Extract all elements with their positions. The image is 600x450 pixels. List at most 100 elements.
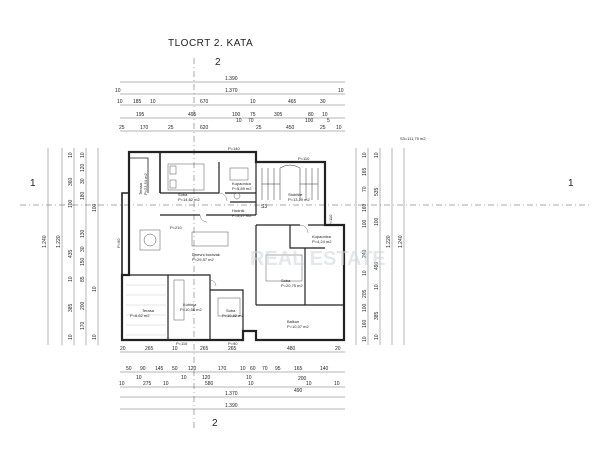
dim-label: 60 xyxy=(250,366,256,372)
room-kupaonica-2-area: P=4,24 m2 xyxy=(312,239,332,244)
room-terasa-upper-name: Terasa xyxy=(138,182,143,195)
dim-label: 185 xyxy=(133,99,142,105)
dim-label: 10 xyxy=(80,152,86,158)
walls xyxy=(120,150,346,342)
dim-label: 85 xyxy=(80,276,86,282)
room-kupaonica-1-name: Kupaonica xyxy=(232,181,252,186)
plan-title: TLOCRT 2. KATA xyxy=(168,38,253,49)
dim-label: 75 xyxy=(250,112,256,118)
dim-top-total: 1.390 xyxy=(225,76,238,82)
dim-label: 50 xyxy=(172,366,178,372)
dim-label: 200 xyxy=(80,301,86,310)
dim-label: 450 xyxy=(286,125,295,131)
dim-label: 100 xyxy=(362,303,368,312)
room-terasa-lower-name: Terasa xyxy=(142,308,155,313)
dim-label: 385 xyxy=(68,303,74,312)
dim-label: 100 xyxy=(68,199,74,208)
dim-label: 160 xyxy=(362,319,368,328)
dim-bottom-inner-total: 1.370 xyxy=(225,391,238,397)
dim-label: 160 xyxy=(362,203,368,212)
dim-label: 100 xyxy=(232,112,241,118)
dim-label: 490 xyxy=(294,388,303,394)
stair-label: S3 xyxy=(261,204,267,210)
dim-label: 25 xyxy=(320,125,326,131)
dim-label: 535 xyxy=(374,187,380,196)
dim-label: 10 xyxy=(306,381,312,387)
dim-label: 1.220 xyxy=(386,235,392,248)
dim-label: 30 xyxy=(80,178,86,184)
dim-label: 10 xyxy=(68,334,74,340)
dim-label: 265 xyxy=(228,346,237,352)
dim-label: 10 xyxy=(117,99,123,105)
dim-label: 240 xyxy=(362,249,368,258)
dim-label: 670 xyxy=(200,99,209,105)
dim-label: 90 xyxy=(140,366,146,372)
dim-label: 100 xyxy=(374,217,380,226)
dim-label: 165 xyxy=(362,167,368,176)
right-dimension-chain: 1.240 1.220 10 535 100 490 10 385 10 10 … xyxy=(355,148,405,345)
room-soba-2-name: Soba xyxy=(281,278,291,283)
dim-label: 10 xyxy=(246,375,252,381)
room-kuhinja-area: P=10,58 m2 xyxy=(180,307,202,312)
dim-label: 10 xyxy=(362,336,368,342)
dim-label: 30 xyxy=(320,99,326,105)
dim-label: 10 xyxy=(136,375,142,381)
dim-label: 205 xyxy=(362,289,368,298)
dim-label: 100 xyxy=(92,203,98,212)
dim-label: 580 xyxy=(205,381,214,387)
watermark-text: REAL ESTATE xyxy=(250,248,386,270)
dim-label: 265 xyxy=(145,346,154,352)
room-dnevni-area: P=29,57 m2 xyxy=(192,257,214,262)
dim-label: 70 xyxy=(262,366,268,372)
dim-label: 30 xyxy=(80,246,86,252)
room-kupaonica-1-area: P=5,89 m2 xyxy=(232,186,252,191)
dim-label: 1.370 xyxy=(225,88,238,94)
dim-bottom-total: 1.390 xyxy=(225,403,238,409)
height-label: P=90 xyxy=(228,341,238,346)
dim-label: 620 xyxy=(200,125,209,131)
dim-label: 100 xyxy=(362,219,368,228)
dim-label: 10 xyxy=(236,118,242,124)
left-dimension-chain: 1.240 1.220 10 360 100 435 10 385 10 10 … xyxy=(42,148,99,345)
dim-label: 10 xyxy=(374,334,380,340)
dim-label: 1.220 xyxy=(56,235,62,248)
dim-label: 10 xyxy=(172,346,178,352)
dim-label: 140 xyxy=(320,366,329,372)
dim-label: 170 xyxy=(80,321,86,330)
section-label-top: 2 xyxy=(215,57,221,68)
dim-label: 10 xyxy=(119,381,125,387)
dim-label: 80 xyxy=(308,112,314,118)
window-height-labels: P=140 P=110 P=90 P=210 P=115 P=90 P=110 xyxy=(116,146,333,346)
dim-label: 180 xyxy=(80,191,86,200)
dim-label: 10 xyxy=(362,270,368,276)
dim-label: 120 xyxy=(80,163,86,172)
dim-label: 145 xyxy=(155,366,164,372)
dim-label: 10 xyxy=(338,88,344,94)
dim-label: 10 xyxy=(250,99,256,105)
dim-label: 10 xyxy=(181,375,187,381)
dim-label: 385 xyxy=(374,311,380,320)
dim-label: 130 xyxy=(80,229,86,238)
dim-label: 480 xyxy=(287,346,296,352)
dim-label: 70 xyxy=(362,186,368,192)
room-stubiste-area: P=13,29 m2 xyxy=(288,197,310,202)
dim-label: 100 xyxy=(305,118,314,124)
dim-label: 120 xyxy=(188,366,197,372)
height-label: P=110 xyxy=(298,156,310,161)
dim-label: 10 xyxy=(163,381,169,387)
room-kuhinja-name: Kuhinja xyxy=(183,302,197,307)
dim-label: 10 xyxy=(362,152,368,158)
dim-label: 10 xyxy=(68,276,74,282)
height-label: P=110 xyxy=(328,214,333,226)
height-label: P=90 xyxy=(116,238,121,248)
room-soba-3-area: P=10,82 m2 xyxy=(222,313,244,318)
dim-label: 10 xyxy=(334,381,340,387)
dim-label: 10 xyxy=(322,112,328,118)
height-label: P=140 xyxy=(228,146,240,151)
dim-label: 465 xyxy=(288,99,297,105)
room-terasa-lower-area: P=6,62 m2 xyxy=(130,313,150,318)
dim-label: 170 xyxy=(218,366,227,372)
room-soba-3-name: Soba xyxy=(226,308,236,313)
bottom-dimension-chain: 20 265 10 265 265 480 20 50 90 145 50 12… xyxy=(119,346,345,410)
dim-label: 10 xyxy=(92,334,98,340)
